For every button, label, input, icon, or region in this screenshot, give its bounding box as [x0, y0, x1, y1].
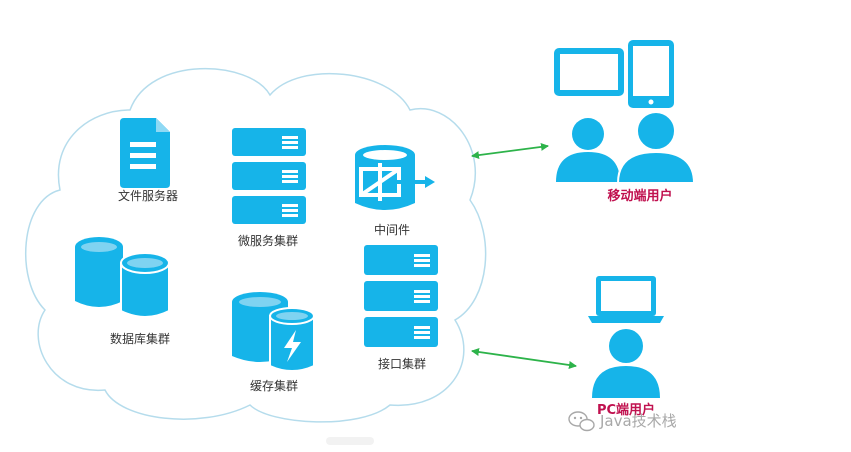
arrow-api-pc	[471, 348, 577, 369]
bottom-handle	[326, 437, 374, 445]
database-cluster-label: 数据库集群	[110, 331, 170, 346]
pc-user-icon	[588, 276, 664, 398]
middleware-label: 中间件	[374, 222, 410, 237]
server-rack-icon	[364, 245, 438, 347]
mobile-users-icon	[554, 40, 696, 184]
wechat-icon	[568, 411, 595, 432]
document-icon	[120, 118, 170, 188]
mobile-users-label: 移动端用户	[607, 188, 672, 204]
database-icon	[75, 237, 170, 318]
cache-database-icon	[232, 292, 315, 372]
watermark-text: Java技术栈	[599, 412, 677, 430]
server-rack-icon	[232, 128, 306, 224]
api-cluster-label: 接口集群	[378, 356, 426, 371]
file-server-label: 文件服务器	[118, 188, 178, 203]
microservice-cluster-label: 微服务集群	[238, 233, 298, 248]
watermark: Java技术栈	[568, 411, 677, 432]
cache-cluster-label: 缓存集群	[250, 378, 298, 393]
arrow-cloud-mobile	[471, 142, 549, 160]
pc-user-label: PC端用户	[597, 402, 655, 418]
middleware-cylinder-icon	[355, 145, 435, 210]
